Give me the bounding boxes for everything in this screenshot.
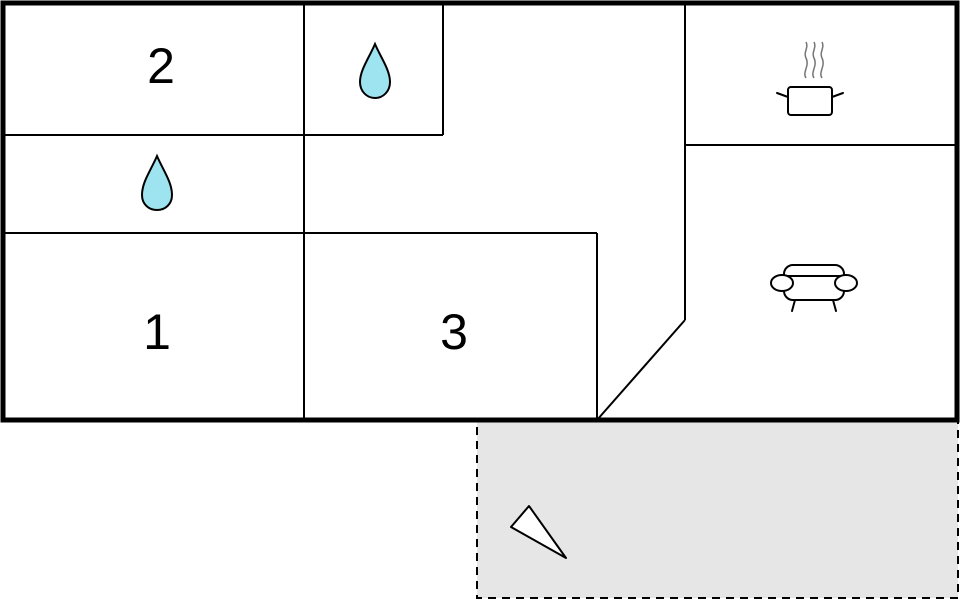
- outer-wall: [0, 0, 960, 423]
- interior-walls: [3, 3, 958, 421]
- terrace-area: [476, 420, 959, 599]
- water-drop-icon: [358, 41, 392, 100]
- compass-arrow-icon: [510, 505, 567, 559]
- room-label-2: 2: [147, 38, 175, 94]
- room-label-1: 1: [143, 304, 171, 360]
- sofa-icon: [770, 264, 858, 312]
- room-label-3: 3: [440, 304, 468, 360]
- cooking-pot-icon: [776, 41, 844, 116]
- water-drop-icon: [140, 153, 174, 212]
